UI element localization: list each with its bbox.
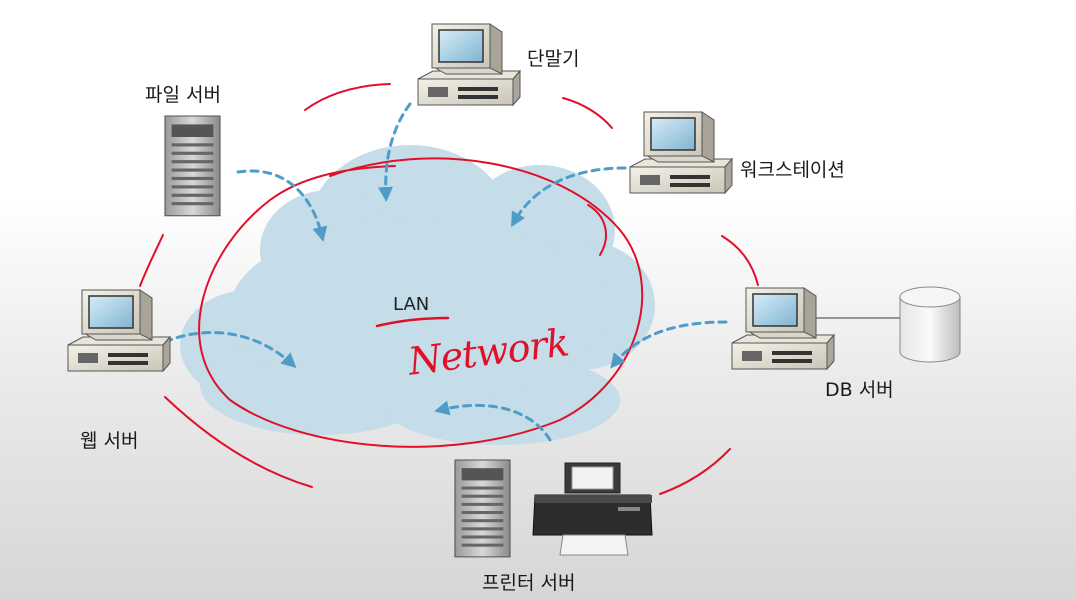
red-circle-annotation	[198, 157, 644, 448]
lan-label: LAN	[393, 294, 430, 315]
database-cylinder-icon	[899, 286, 961, 363]
file-server-label: 파일 서버	[145, 84, 221, 106]
printer-icon	[532, 462, 653, 556]
lan-underline	[375, 316, 450, 328]
printer-server-label: 프린터 서버	[482, 572, 576, 594]
terminal-label: 단말기	[527, 48, 580, 70]
workstation-label: 워크스테이션	[740, 159, 845, 181]
terminal-computer-icon	[417, 23, 521, 106]
printer-server-tower-icon	[454, 459, 511, 558]
web-server-label: 웹 서버	[80, 430, 139, 452]
db-server-computer-icon	[731, 287, 835, 370]
lan-cloud	[180, 145, 655, 445]
workstation-computer-icon	[629, 111, 733, 194]
web-server-computer-icon	[67, 289, 171, 372]
db-server-label: DB 서버	[825, 379, 894, 401]
dashed-arrows	[163, 102, 728, 442]
file-server-tower-icon	[164, 115, 221, 217]
red-connection-arcs	[139, 83, 759, 495]
